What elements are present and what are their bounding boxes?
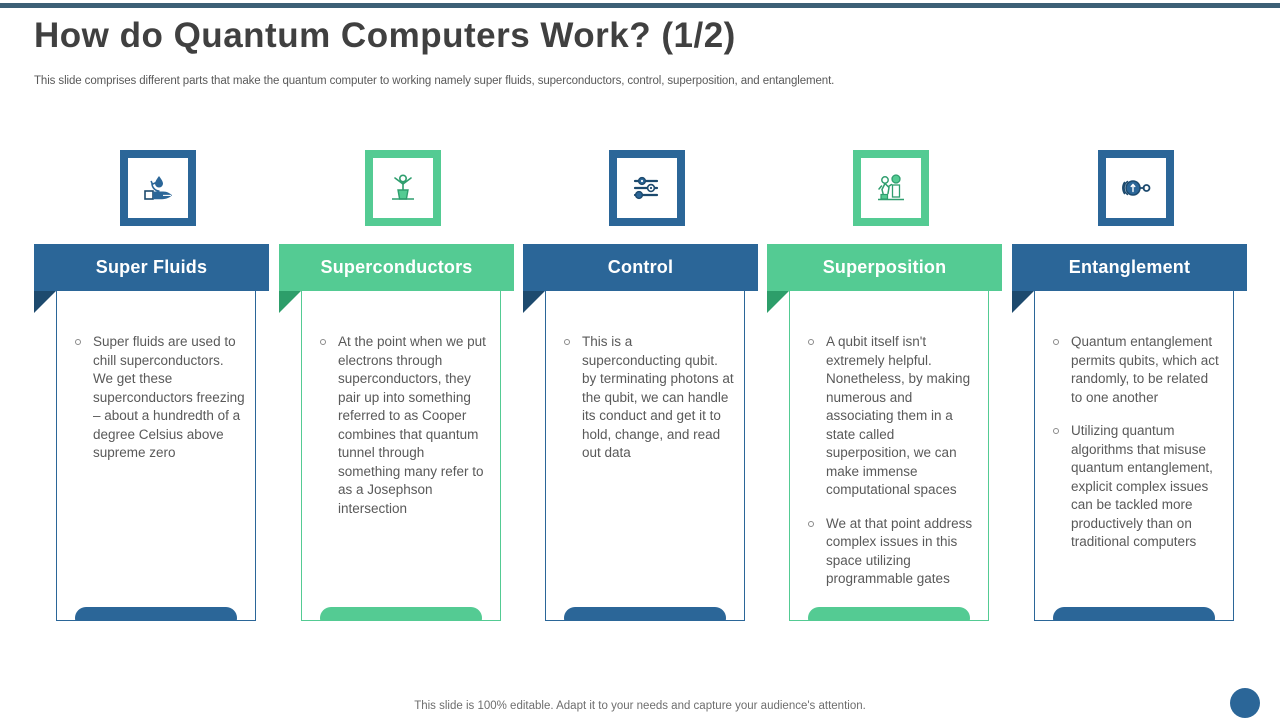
bullet-list: Super fluids are used to chill supercond…	[57, 291, 255, 463]
page-title: How do Quantum Computers Work? (1/2)	[34, 16, 736, 55]
list-item: This is a superconducting qubit. by term…	[556, 333, 734, 463]
banner-fold	[523, 291, 545, 313]
bullet-list: Quantum entanglement permits qubits, whi…	[1035, 291, 1233, 552]
card-superposition: A qubit itself isn't extremely helpful. …	[789, 291, 989, 621]
column-control[interactable]: Control This is a superconducting qubit.…	[523, 150, 769, 630]
banner-fold	[34, 291, 56, 313]
card-footer-bar	[320, 607, 482, 620]
top-accent-rule	[0, 3, 1280, 8]
banner-superconductors: Superconductors	[279, 244, 514, 291]
bullet-list: A qubit itself isn't extremely helpful. …	[790, 291, 988, 589]
banner-fold	[767, 291, 789, 313]
column-title: Superconductors	[320, 257, 473, 277]
column-superconductors[interactable]: Superconductors At the point when we put…	[279, 150, 525, 630]
card-footer-bar	[1053, 607, 1215, 620]
card-footer-bar	[75, 607, 237, 620]
banner-control: Control	[523, 244, 758, 291]
column-title: Super Fluids	[95, 257, 208, 277]
bullet-list: At the point when we put electrons throu…	[302, 291, 500, 518]
column-superposition[interactable]: Superposition A qubit itself isn't extre…	[767, 150, 1013, 630]
corner-dot	[1230, 688, 1260, 718]
card-entanglement: Quantum entanglement permits qubits, whi…	[1034, 291, 1234, 621]
banner-entanglement: Entanglement	[1012, 244, 1247, 291]
column-title: Entanglement	[1068, 257, 1191, 277]
footer-note: This slide is 100% editable. Adapt it to…	[414, 700, 866, 712]
icon-tile-control	[609, 150, 685, 226]
card-footer-bar	[808, 607, 970, 620]
column-super-fluids[interactable]: Super Fluids Super fluids are used to ch…	[34, 150, 280, 630]
column-entanglement[interactable]: Entanglement Quantum entanglement permit…	[1012, 150, 1258, 630]
banner-fold	[1012, 291, 1034, 313]
icon-tile-superposition	[853, 150, 929, 226]
bullet-list: This is a superconducting qubit. by term…	[546, 291, 744, 463]
column-title: Superposition	[822, 257, 947, 277]
banner-fold	[279, 291, 301, 313]
person-podium-icon	[384, 169, 422, 207]
column-title: Control	[607, 257, 674, 277]
page-subtitle: This slide comprises different parts tha…	[34, 75, 835, 87]
list-item: We at that point address complex issues …	[800, 515, 978, 589]
list-item: A qubit itself isn't extremely helpful. …	[800, 333, 978, 500]
hand-water-drop-icon	[139, 169, 177, 207]
card-super-fluids: Super fluids are used to chill supercond…	[56, 291, 256, 621]
sliders-settings-icon	[628, 169, 666, 207]
banner-super-fluids: Super Fluids	[34, 244, 269, 291]
list-item: Super fluids are used to chill supercond…	[67, 333, 245, 463]
icon-tile-entanglement	[1098, 150, 1174, 226]
list-item: At the point when we put electrons throu…	[312, 333, 490, 518]
list-item: Quantum entanglement permits qubits, whi…	[1045, 333, 1223, 407]
icon-tile-super-fluids	[120, 150, 196, 226]
columns-container: Super Fluids Super fluids are used to ch…	[0, 150, 1280, 630]
people-group-icon	[872, 169, 910, 207]
card-superconductors: At the point when we put electrons throu…	[301, 291, 501, 621]
atom-magnifier-icon	[1117, 169, 1155, 207]
list-item: Utilizing quantum algorithms that misuse…	[1045, 422, 1223, 552]
icon-tile-superconductors	[365, 150, 441, 226]
card-footer-bar	[564, 607, 726, 620]
banner-superposition: Superposition	[767, 244, 1002, 291]
card-control: This is a superconducting qubit. by term…	[545, 291, 745, 621]
